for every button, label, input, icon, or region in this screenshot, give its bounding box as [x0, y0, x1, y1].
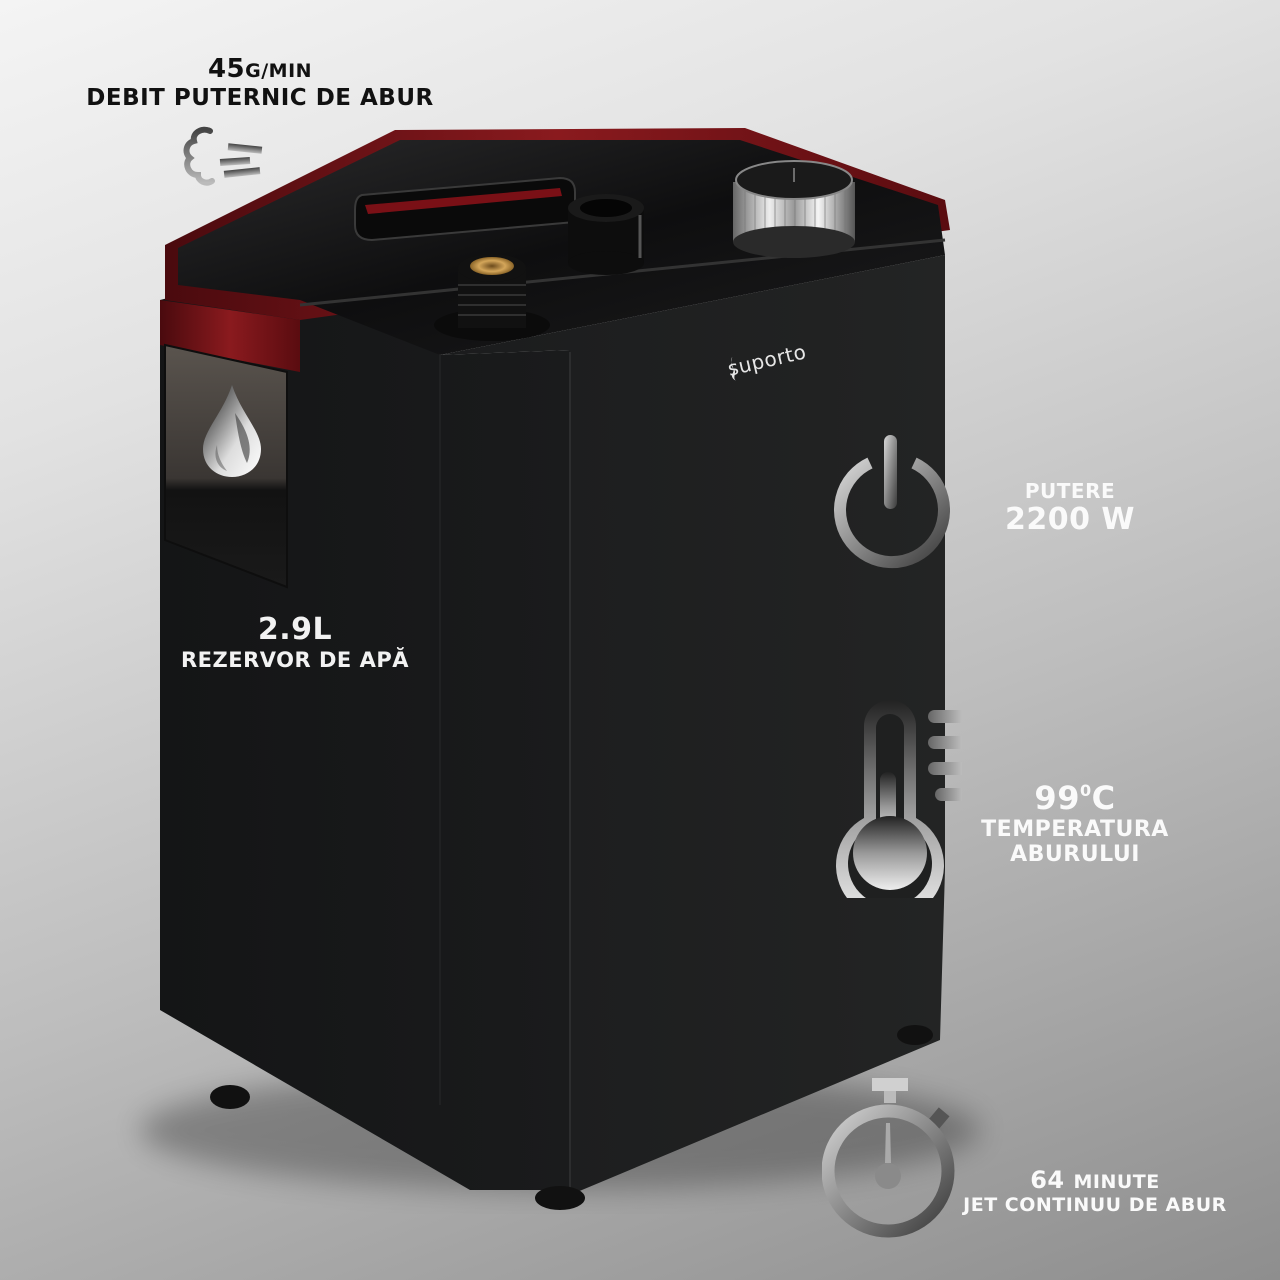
steam-cloud-icon	[183, 126, 263, 186]
steam-flow-value: 45	[207, 54, 246, 84]
thermometer-icon	[836, 700, 962, 898]
callout-steam-flow: 45G/MIN DEBIT PUTERNIC DE ABUR	[70, 54, 450, 111]
wheel	[535, 1186, 585, 1210]
brand-logo: suporto	[725, 339, 808, 380]
callout-temperature: 990C TEMPERATURA ABURULUI	[970, 780, 1180, 867]
stopwatch-icon	[822, 1078, 955, 1238]
temperature-value: 99	[1034, 779, 1080, 817]
brand-mark-icon	[731, 356, 736, 381]
wheel	[897, 1025, 933, 1045]
steam-flow-unit: G/MIN	[245, 60, 313, 82]
water-drop-icon	[203, 385, 261, 477]
runtime-value: 64	[1030, 1166, 1065, 1194]
callout-water-tank: 2.9L REZERVOR DE APĂ	[160, 612, 430, 672]
device-front-face	[440, 255, 945, 1195]
power-icon	[834, 435, 950, 569]
wheel	[210, 1085, 250, 1109]
water-tank-value: 2.9L	[257, 612, 333, 647]
temperature-label-line2: ABURULUI	[1010, 842, 1140, 868]
steam-flow-label: DEBIT PUTERNIC DE ABUR	[86, 84, 434, 111]
power-value: 2200 W	[1004, 502, 1136, 537]
runtime-label: JET CONTINUU DE ABUR	[963, 1193, 1227, 1216]
callout-runtime: 64 MINUTE JET CONTINUU DE ABUR	[950, 1166, 1240, 1216]
callout-power: PUTERE 2200 W	[975, 480, 1165, 538]
temperature-label-line1: TEMPERATURA	[981, 816, 1169, 842]
temperature-unit: C	[1091, 779, 1116, 817]
temperature-degree: 0	[1079, 781, 1092, 800]
runtime-unit: MINUTE	[1073, 1171, 1160, 1193]
power-label: PUTERE	[1024, 479, 1116, 503]
water-tank-label: REZERVOR DE APĂ	[181, 647, 409, 672]
